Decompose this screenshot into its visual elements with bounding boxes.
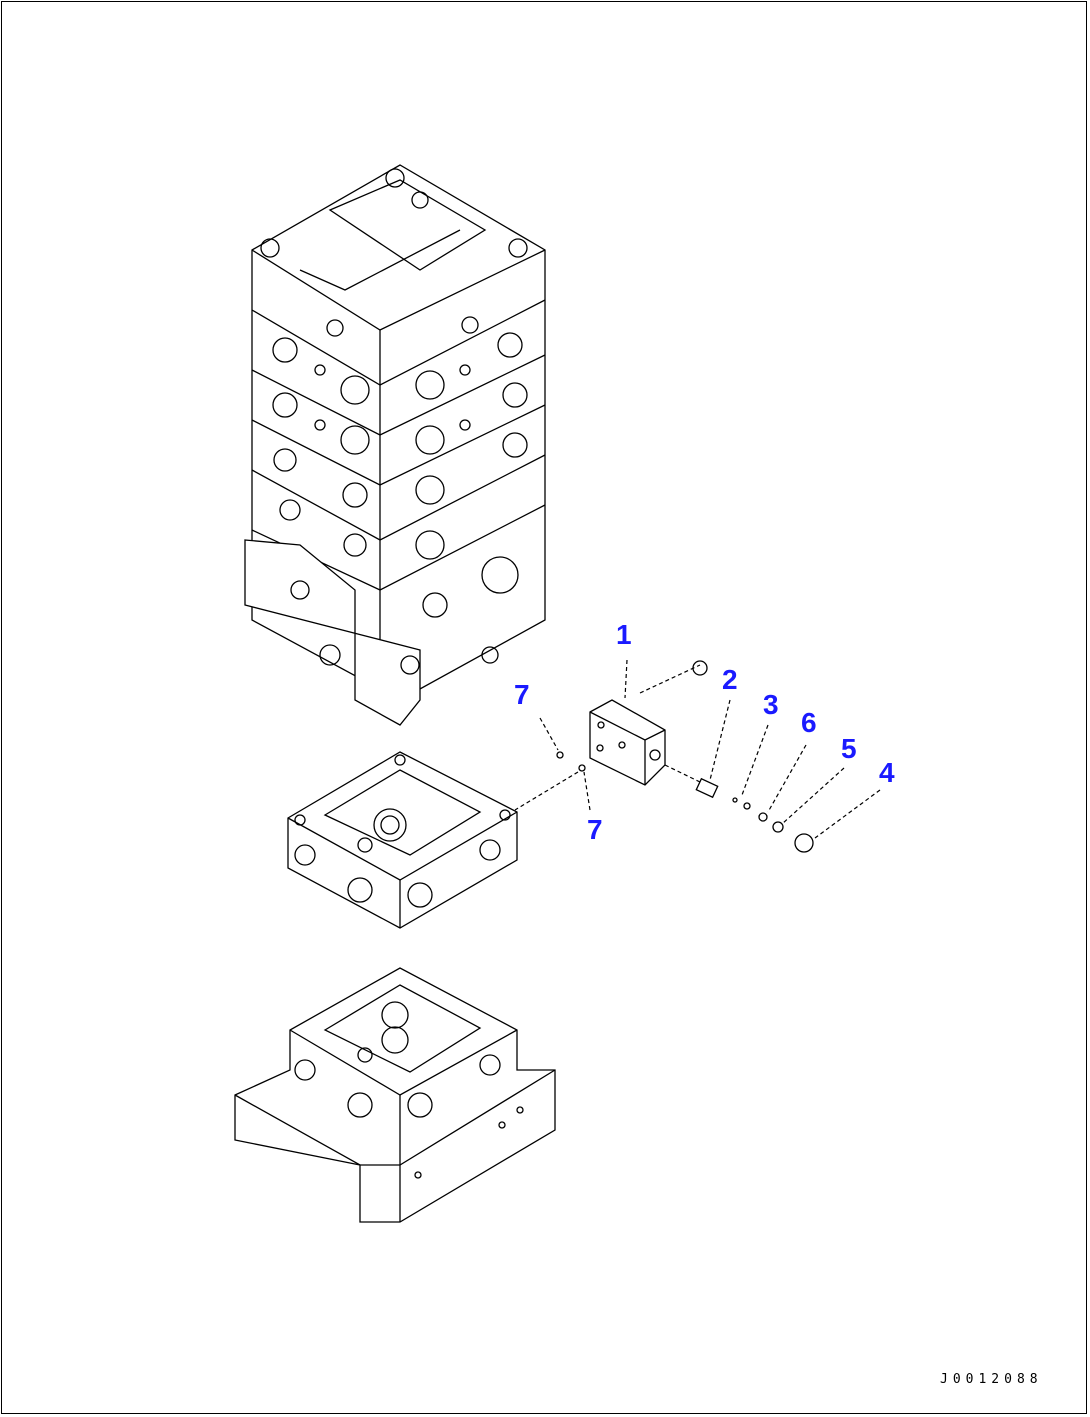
callout-6: 6 [801,707,817,738]
valve-section-base [234,967,556,1223]
leader-lines [514,659,881,839]
part-1-block [589,660,708,786]
callout-7-lower: 7 [587,814,603,845]
callout-4: 4 [879,757,895,788]
callout-2: 2 [722,664,738,695]
drawing-code: J0012088 [940,1372,1043,1387]
callout-7-upper: 7 [514,679,530,710]
control-valve-assembly [244,164,546,726]
callout-5: 5 [841,733,857,764]
small-parts [556,751,814,853]
callout-3: 3 [763,689,779,720]
callout-1: 1 [616,619,632,650]
valve-section-middle [287,751,518,929]
